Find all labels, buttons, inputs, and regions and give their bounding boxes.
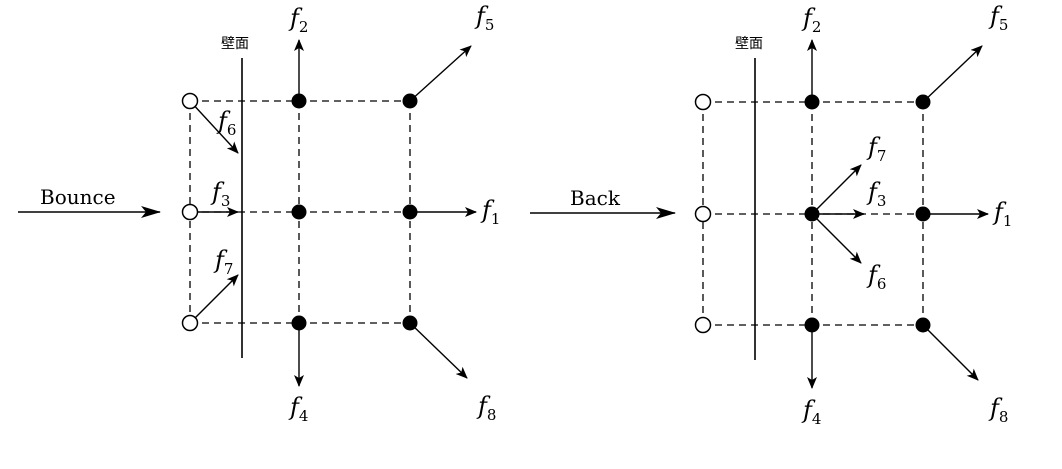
back-label-f4: f4	[801, 396, 821, 428]
bounce-f6-arrow	[189, 100, 239, 154]
bounce-f7-arrow	[189, 274, 239, 324]
back-label-f2: f2	[801, 4, 821, 36]
bounce-f5-arrow	[409, 45, 472, 102]
back-label-f7: f7	[866, 133, 886, 165]
bounce-label-f8: f8	[476, 392, 496, 424]
back-open-nodes	[694, 93, 712, 334]
bounce-f8-arrow	[409, 322, 468, 379]
back-f7-arrow	[811, 164, 862, 215]
bounce-label-f6: f6	[216, 107, 236, 139]
back-title: Back	[570, 186, 621, 210]
back-label-f5: f5	[988, 2, 1008, 34]
back-f8-arrow	[922, 324, 979, 381]
bounce-label-f1: f1	[480, 196, 500, 228]
bounce-filled-nodes	[291, 93, 418, 331]
bounce-label-f4: f4	[288, 393, 308, 425]
bounce-open-nodes	[181, 92, 199, 332]
back-label-f1: f1	[992, 198, 1012, 230]
bounce-label-f3: f3	[210, 178, 230, 210]
bounce-vectors	[189, 39, 477, 387]
back-wall-label: 壁面	[735, 36, 763, 52]
bounce-panel: Bounce 壁面	[18, 2, 500, 425]
back-filled-nodes	[804, 94, 931, 333]
back-label-f3: f3	[866, 178, 886, 210]
back-label-f8: f8	[988, 394, 1008, 426]
bounce-label-f5: f5	[474, 2, 494, 34]
bounce-title: Bounce	[40, 185, 116, 209]
back-label-f6: f6	[866, 261, 886, 293]
back-panel: Back 壁面	[530, 2, 1012, 428]
bounce-label-f2: f2	[288, 4, 308, 36]
back-vectors	[807, 39, 989, 389]
bounce-wall-label: 壁面	[221, 36, 249, 52]
back-f5-arrow	[922, 45, 983, 103]
back-f6-arrow	[811, 213, 862, 264]
bounce-label-f7: f7	[213, 246, 233, 278]
